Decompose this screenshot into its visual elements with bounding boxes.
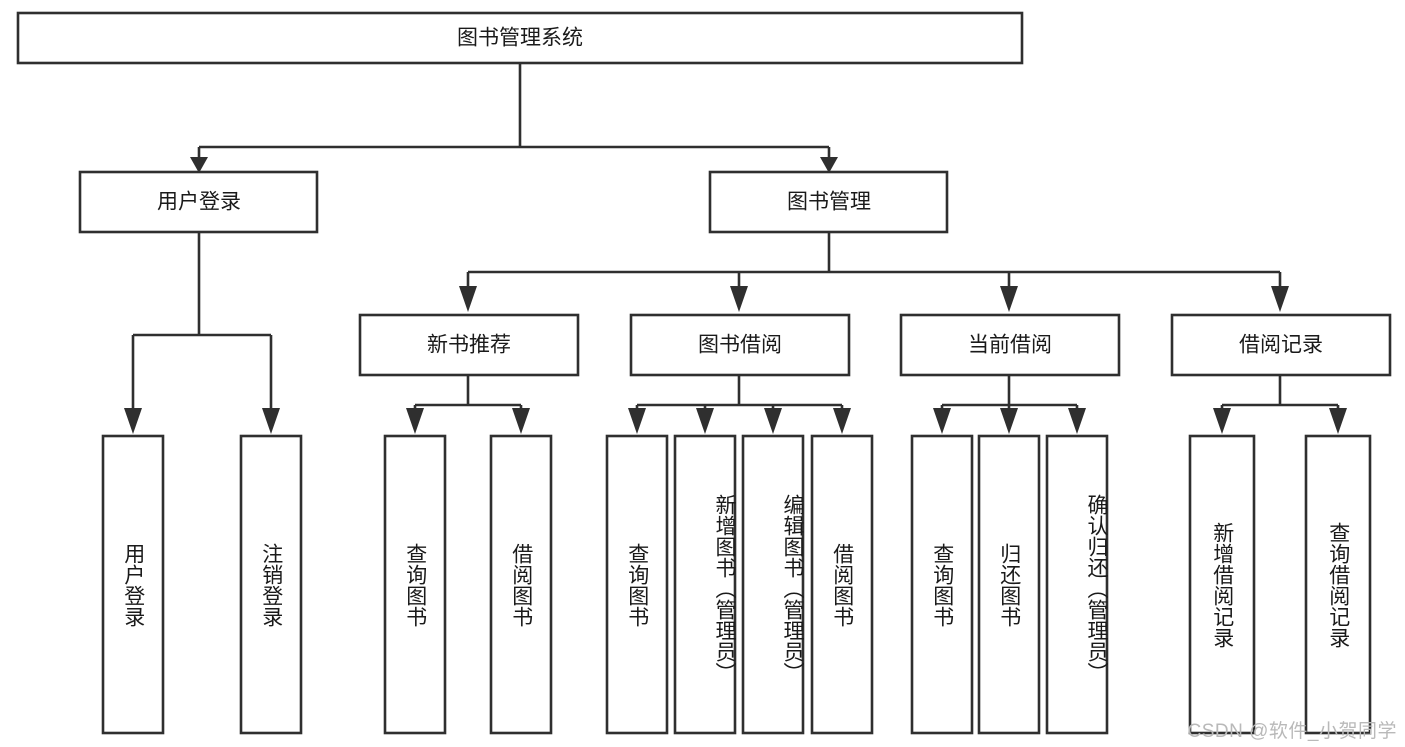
arrow-root-to-book-manage bbox=[820, 157, 838, 173]
node-current-borrow-box[interactable] bbox=[899, 313, 1121, 377]
node-root-label: 图书管理系统 bbox=[457, 27, 583, 50]
arrow-cb-leaf3 bbox=[1068, 408, 1086, 434]
node-current-borrow-label: 当前借阅 bbox=[968, 334, 1052, 357]
node-current-borrow[interactable]: 当前借阅 bbox=[899, 313, 1121, 377]
arrow-root-to-user-login bbox=[190, 157, 208, 173]
node-root-box[interactable] bbox=[16, 11, 1024, 65]
node-book-borrow-label: 图书借阅 bbox=[698, 334, 782, 357]
node-book-borrow[interactable]: 图书借阅 bbox=[629, 313, 851, 377]
arrow-nb-leaf2 bbox=[512, 408, 530, 434]
leaf-box-nb-borrow[interactable] bbox=[489, 434, 553, 735]
leaf-box-bb-edit[interactable] bbox=[741, 434, 805, 735]
leaf-box-user-login[interactable] bbox=[101, 434, 165, 735]
arrow-bm-to-bookborrow bbox=[730, 286, 748, 312]
arrow-bb-leaf2 bbox=[696, 408, 714, 434]
leaf-box-cb-confirm[interactable] bbox=[1045, 434, 1109, 735]
arrow-nb-leaf1 bbox=[406, 408, 424, 434]
arrow-br-leaf1 bbox=[1213, 408, 1231, 434]
arrow-bb-leaf4 bbox=[833, 408, 851, 434]
arrow-bm-to-borrowrecord bbox=[1271, 286, 1289, 312]
arrow-bm-to-currentborrow bbox=[1000, 286, 1018, 312]
node-root[interactable]: 图书管理系统 bbox=[16, 11, 1024, 65]
node-user-login[interactable]: 用户登录 bbox=[78, 170, 319, 234]
leaf-box-nb-query[interactable] bbox=[383, 434, 447, 735]
arrow-ul-to-leaf1 bbox=[124, 408, 142, 434]
node-borrow-record-label: 借阅记录 bbox=[1239, 334, 1323, 357]
node-book-manage-box[interactable] bbox=[708, 170, 949, 234]
node-borrow-record-box[interactable] bbox=[1170, 313, 1392, 377]
arrow-cb-leaf2 bbox=[1000, 408, 1018, 434]
node-borrow-record[interactable]: 借阅记录 bbox=[1170, 313, 1392, 377]
node-new-book-recommend-label: 新书推荐 bbox=[427, 334, 511, 357]
node-book-borrow-box[interactable] bbox=[629, 313, 851, 377]
leaf-box-layer bbox=[101, 434, 1372, 735]
leaf-box-br-query[interactable] bbox=[1304, 434, 1372, 735]
leaf-box-logout[interactable] bbox=[239, 434, 303, 735]
node-user-login-box[interactable] bbox=[78, 170, 319, 234]
leaf-box-bb-borrow[interactable] bbox=[810, 434, 874, 735]
arrow-bb-leaf1 bbox=[628, 408, 646, 434]
connector-layer bbox=[124, 63, 1347, 434]
leaf-box-cb-return[interactable] bbox=[977, 434, 1041, 735]
node-book-manage-label: 图书管理 bbox=[787, 191, 871, 214]
leaf-box-bb-add[interactable] bbox=[673, 434, 737, 735]
node-user-login-label: 用户登录 bbox=[157, 191, 241, 214]
csdn-watermark: CSDN @软件_小贺同学 bbox=[1187, 721, 1397, 742]
arrow-bm-to-newbook bbox=[459, 286, 477, 312]
arrow-bb-leaf3 bbox=[764, 408, 782, 434]
node-book-manage[interactable]: 图书管理 bbox=[708, 170, 949, 234]
leaf-box-bb-query[interactable] bbox=[605, 434, 669, 735]
node-new-book-recommend-box[interactable] bbox=[358, 313, 580, 377]
arrow-br-leaf2 bbox=[1329, 408, 1347, 434]
leaf-box-br-add[interactable] bbox=[1188, 434, 1256, 735]
leaf-box-cb-query[interactable] bbox=[910, 434, 974, 735]
node-new-book-recommend[interactable]: 新书推荐 bbox=[358, 313, 580, 377]
arrow-cb-leaf1 bbox=[933, 408, 951, 434]
arrow-ul-to-leaf2 bbox=[262, 408, 280, 434]
